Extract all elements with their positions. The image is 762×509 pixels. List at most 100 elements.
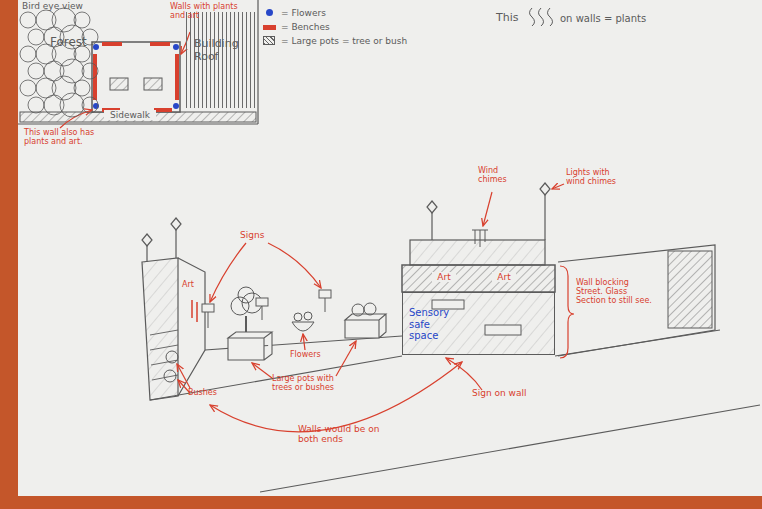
annotation: This wall also has plants and art. [24,128,104,146]
far-wall [558,245,715,356]
bench-marks [95,44,177,110]
wall-bracket [560,266,574,358]
forest-area: Forest [20,12,92,110]
flower-pot [292,322,314,331]
legend-text: = Large pots = tree or bush [281,36,407,46]
legend-dot [266,9,273,16]
inset-frame [18,0,258,124]
tree-scribble [20,12,36,28]
legend-sample [262,36,278,46]
annotation: Wall blocking Street. Glass Section to s… [576,278,658,306]
pot-mark [110,78,128,90]
building-roof: Building Roof [186,12,256,108]
tree-scribble [60,93,84,117]
leader-arrow [446,358,482,390]
art-mark: Art [182,280,204,289]
leader-arrow [177,364,190,388]
annotation: Lights with wind chimes [566,168,624,186]
art-mark: Art [432,272,456,282]
flower-dot [173,44,179,50]
plant-symbol [530,8,553,26]
legend-row: = Benches [262,20,462,34]
left-building [142,258,178,400]
sign-board [319,290,331,298]
paper-sheet [18,0,762,496]
flower [294,313,302,321]
wall-art-band [402,265,555,292]
large-pot [345,314,386,338]
art-mark: Art [492,272,516,282]
annotation: Walls with plants and art [170,2,238,20]
legend-bar [263,25,276,30]
pot-mark [144,78,162,90]
tree-scribble [44,95,64,115]
bush [352,304,364,316]
bush [164,370,176,382]
tree-scribble [28,29,44,45]
legend-row: = Flowers [262,6,462,20]
annotation: Wind chimes [478,166,524,184]
courtyard-plan [92,42,180,112]
note-text: on walls = plants [560,13,690,25]
wall-art-mark [192,300,197,322]
legend-row: = Large pots = tree or bush [262,34,462,48]
tree-scribble [20,80,36,96]
leader-arrow [336,341,356,376]
bench [485,325,521,335]
annotation: Large pots with trees or bushes [272,374,344,392]
view-title: Bird eye view [22,1,112,11]
stair-lines [150,330,178,380]
double-arrow [210,362,462,432]
lamp-light [142,183,550,246]
tree-scribble [82,97,98,113]
annotation: Sign on wall [472,388,544,398]
forest-scribble [20,12,92,110]
tree-trunk [245,316,247,332]
tree-scribble [28,97,44,113]
legend-sample [262,8,278,18]
large-pot [228,332,272,360]
legend-hatch [263,36,275,45]
legend-text: = Flowers [281,8,326,18]
leader-arrow [252,363,272,378]
annotation-arrows [177,184,574,432]
tree-scribble [28,63,44,79]
far-wall-hatch [668,251,712,328]
annotation: Signs [240,230,280,240]
node-text: Sensory safe space [409,307,461,342]
leader-arrow [552,184,564,189]
leader-arrow [210,243,246,302]
note-text: This [496,12,530,25]
sign-board [202,304,214,312]
sign-board [256,298,268,306]
bush [166,351,178,363]
annotation: Flowers [290,350,334,359]
glass-hatching [402,292,555,355]
leader-arrow [303,334,305,350]
right-building [410,240,545,265]
legend: = Flowers = Benches = Large pots = tree or… [262,6,462,48]
leader-arrow [268,243,321,288]
flower [304,312,312,320]
bush [364,303,376,315]
tree-crown [238,287,254,303]
legend-sample [262,22,278,32]
flower-dot [173,103,179,109]
annotation: Bushes [188,388,228,397]
legend-text: = Benches [281,22,330,32]
flower-dot [93,44,99,50]
annotation: Walls would be on both ends [298,424,394,445]
sidewalk-label: Sidewalk [104,110,156,120]
sign-post [208,298,325,328]
node-text: Building Roof [194,38,248,63]
left-building-side [178,258,205,396]
leader-arrow [483,192,492,226]
tree-scribble [20,46,36,62]
node-text: Forest [50,36,94,50]
glass-wall-section: Sensory safe space [402,292,555,355]
tree-scribble [82,63,98,79]
